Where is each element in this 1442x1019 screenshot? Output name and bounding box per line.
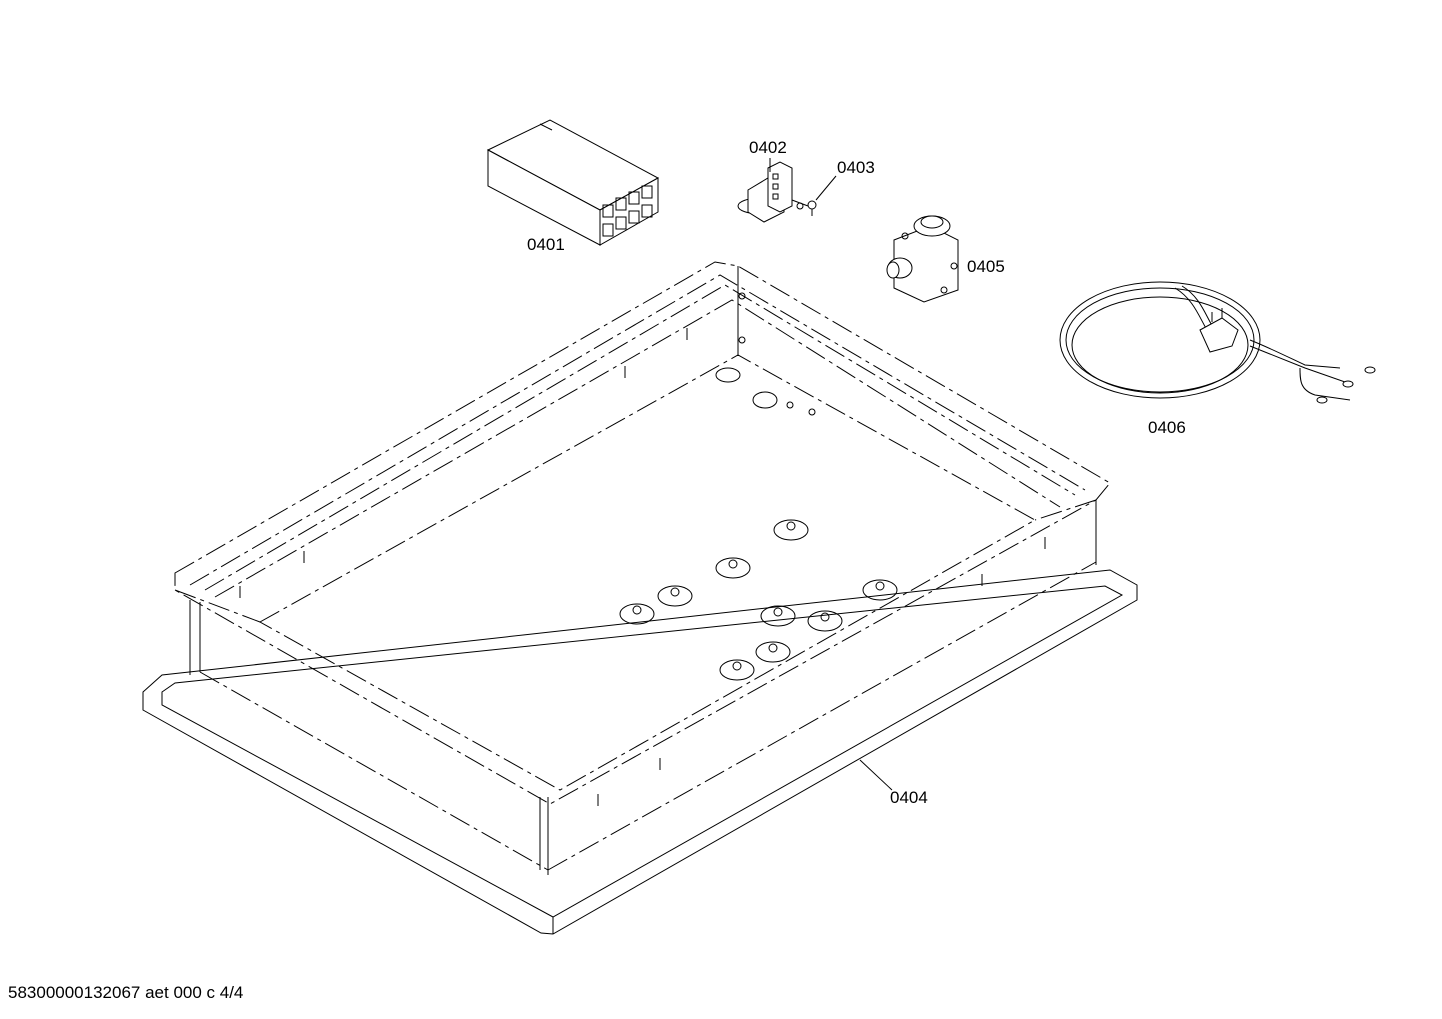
part-0405-gas-valve <box>886 215 959 303</box>
part-0403-screw <box>807 200 817 216</box>
drawing-number-footer: 58300000132067 aet 000 c 4/4 <box>8 983 243 1002</box>
leader-0404 <box>859 759 893 791</box>
part-0404-cooktop-base <box>142 261 1138 935</box>
label-0401: 0401 <box>527 235 565 254</box>
label-0404: 0404 <box>890 788 928 807</box>
label-0403: 0403 <box>837 158 875 177</box>
label-0402: 0402 <box>749 138 787 157</box>
part-0401-junction-box <box>486 119 660 246</box>
leader-0403 <box>815 175 837 201</box>
part-0406-power-cord <box>1059 281 1376 404</box>
part-0402-terminal-block <box>737 161 809 223</box>
label-0405: 0405 <box>967 257 1005 276</box>
label-0406: 0406 <box>1148 418 1186 437</box>
